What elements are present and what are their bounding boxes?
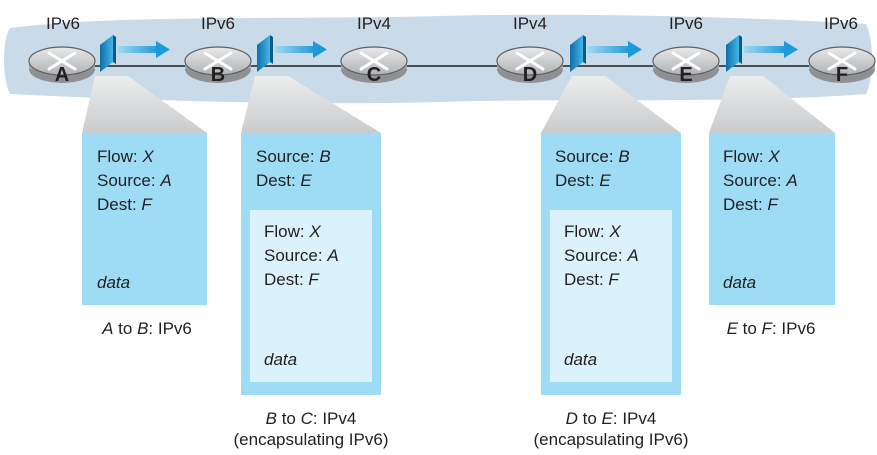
arrow-e-f xyxy=(744,41,798,58)
router-e: E xyxy=(652,46,720,86)
packet-e-f-flow: Flow: X xyxy=(723,147,780,166)
packet-icon-d-e xyxy=(570,35,586,72)
router-a-label: A xyxy=(55,64,69,86)
packet-e-f xyxy=(709,133,835,305)
packet-d-e-dest: Dest: E xyxy=(555,171,611,190)
router-f-label: F xyxy=(836,64,848,86)
packet-icon-e-f xyxy=(726,35,742,72)
packet-b-c-inner-flow: Flow: X xyxy=(264,222,321,241)
router-d-protocol: IPv4 xyxy=(512,14,548,33)
router-e-protocol: IPv6 xyxy=(668,14,704,33)
router-d-label: D xyxy=(523,64,537,86)
caption-b-c-note: (encapsulating IPv6) xyxy=(233,430,389,449)
packet-d-e-inner xyxy=(550,210,672,382)
caption-d-e-note: (encapsulating IPv6) xyxy=(533,430,689,449)
funnel-d-e xyxy=(541,76,681,133)
router-b-label: B xyxy=(211,64,225,86)
packet-e-f-dest: Dest: F xyxy=(723,195,778,214)
router-a: A xyxy=(28,46,96,86)
funnel-e-f xyxy=(709,76,835,133)
packet-icon-b-c xyxy=(257,35,273,72)
packet-d-e-inner-data: data xyxy=(564,350,598,369)
funnel-b-c xyxy=(241,76,381,133)
arrow-a-b xyxy=(118,41,170,58)
packet-b-c-source: Source: B xyxy=(256,147,331,166)
router-b: B xyxy=(184,46,252,86)
packet-b-c-inner-source: Source: A xyxy=(264,246,339,265)
packet-b-c-inner-dest: Dest: F xyxy=(264,270,319,289)
arrow-b-c xyxy=(275,41,327,58)
packet-icon-a-b xyxy=(100,35,116,72)
packet-b-c-dest: Dest: E xyxy=(256,171,312,190)
packet-d-e-inner-source: Source: A xyxy=(564,246,639,265)
packet-a-b-dest: Dest: F xyxy=(97,195,152,214)
router-e-label: E xyxy=(679,64,692,86)
routers: A B C D E F xyxy=(28,46,876,86)
packet-a-b xyxy=(82,133,207,305)
caption-a-b: A to B: IPv6 xyxy=(102,319,192,338)
packet-a-b-flow: Flow: X xyxy=(97,147,154,166)
funnel-a-b xyxy=(82,76,207,133)
router-c-label: C xyxy=(367,64,381,86)
packet-e-f-source: Source: A xyxy=(723,171,798,190)
packet-a-b-data: data xyxy=(97,273,131,292)
packet-d-e-source: Source: B xyxy=(555,147,630,166)
router-f-protocol: IPv6 xyxy=(823,14,859,33)
caption-e-f: E to F: IPv6 xyxy=(726,319,816,338)
packet-b-c-inner xyxy=(250,210,372,382)
router-c-protocol: IPv4 xyxy=(356,14,392,33)
packet-d-e-inner-dest: Dest: F xyxy=(564,270,619,289)
caption-b-c: B to C: IPv4 (encapsulating IPv6) xyxy=(233,409,389,449)
router-f: F xyxy=(808,46,876,86)
packet-e-f-data: data xyxy=(723,273,757,292)
caption-d-e: D to E: IPv4 (encapsulating IPv6) xyxy=(533,409,689,449)
router-d: D xyxy=(496,46,564,86)
packet-d-e-inner-flow: Flow: X xyxy=(564,222,621,241)
router-a-protocol: IPv6 xyxy=(45,14,81,33)
packet-a-b-source: Source: A xyxy=(97,171,172,190)
arrow-d-e xyxy=(588,41,642,58)
router-c: C xyxy=(340,46,408,86)
router-b-protocol: IPv6 xyxy=(200,14,236,33)
packet-b-c-inner-data: data xyxy=(264,350,298,369)
